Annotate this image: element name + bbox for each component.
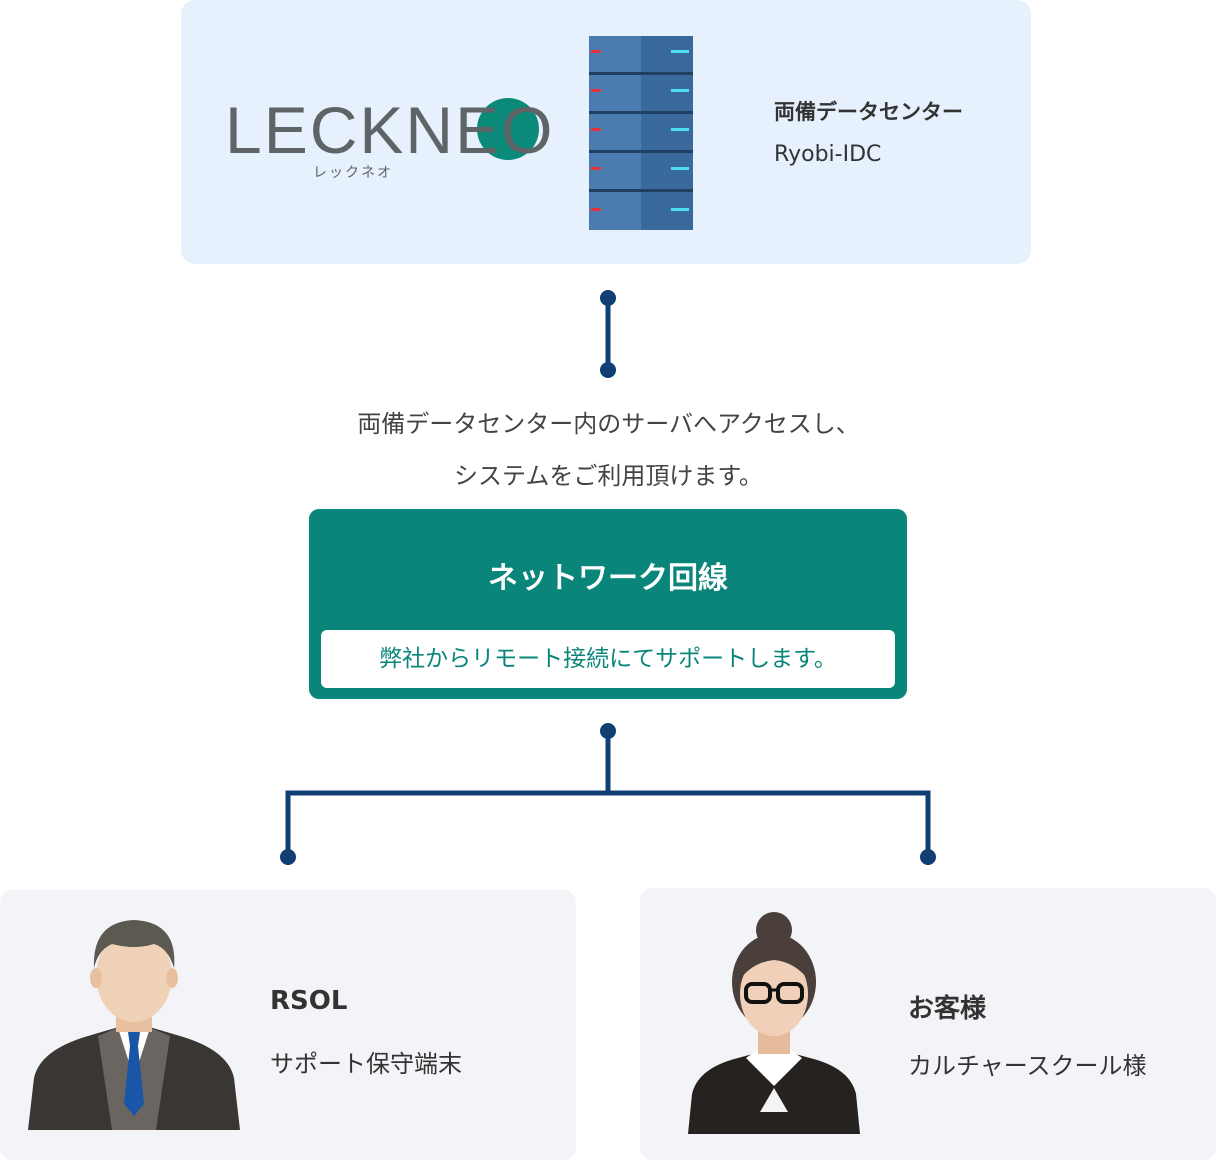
datacenter-name: 両備データセンター	[774, 100, 963, 124]
description-line-2: システムをご利用頂けます。	[454, 462, 763, 490]
description-line-1: 両備データセンター内のサーバへアクセスし、	[357, 410, 860, 438]
network-title: ネットワーク回線	[488, 561, 728, 596]
customer-title: お客様	[908, 994, 987, 1024]
connector-dot	[600, 723, 616, 739]
businesswoman-avatar-icon	[688, 912, 860, 1134]
datacenter-panel: LECKNEO レックネオ	[181, 0, 1031, 264]
logo-subtext: レックネオ	[313, 165, 393, 181]
customer-subtitle: カルチャースクール様	[908, 1052, 1147, 1080]
logo-e-circle-icon	[477, 98, 539, 160]
support-panel: RSOL サポート保守端末	[0, 890, 576, 1160]
businessman-avatar-icon	[28, 920, 240, 1130]
customer-panel: お客様 カルチャースクール様	[640, 888, 1216, 1160]
logo-wordmark: LECKNEO	[225, 93, 555, 167]
access-description: 両備データセンター内のサーバへアクセスし、 システムをご利用頂けます。	[250, 398, 967, 502]
network-box: ネットワーク回線 弊社からリモート接続にてサポートします。	[309, 509, 907, 699]
network-note: 弊社からリモート接続にてサポートします。	[321, 630, 895, 688]
datacenter-subname: Ryobi-IDC	[774, 142, 882, 167]
leckneo-logo: LECKNEO レックネオ	[225, 90, 552, 186]
server-rack-icon	[589, 36, 693, 230]
connector-dot	[600, 362, 616, 378]
connector-dot	[600, 290, 616, 306]
support-title: RSOL	[270, 986, 348, 1016]
connector-dot	[920, 849, 936, 865]
connector-dot	[280, 849, 296, 865]
support-subtitle: サポート保守端末	[270, 1050, 462, 1078]
